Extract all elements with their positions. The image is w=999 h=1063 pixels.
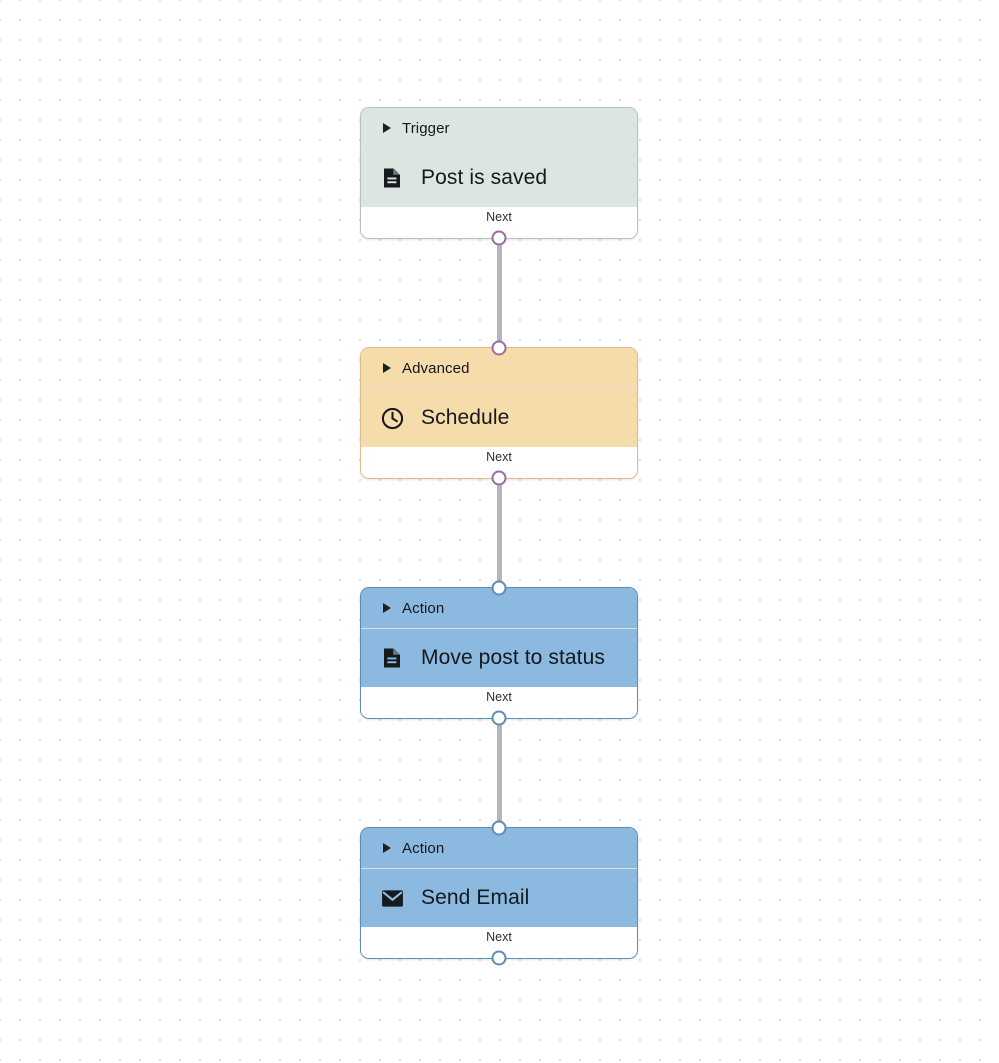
clock-icon	[379, 405, 405, 431]
node-header-trigger[interactable]: Trigger	[361, 108, 637, 148]
input-port-action-send-email[interactable]	[491, 820, 507, 836]
workflow-node-trigger[interactable]: Trigger Post is saved Next	[360, 107, 638, 246]
workflow-node-action-move-post[interactable]: Action Move post to status Next	[360, 580, 638, 726]
chevron-right-icon[interactable]	[383, 603, 391, 613]
workflow-node-action-send-email[interactable]: Action Send Email Next	[360, 820, 638, 966]
node-body-trigger[interactable]: Post is saved	[361, 149, 637, 207]
connector-advanced-to-action-move[interactable]	[497, 475, 502, 585]
node-type-label: Action	[402, 599, 445, 617]
next-label: Next	[486, 690, 512, 704]
mail-icon	[379, 885, 405, 911]
output-port-action-send-email[interactable]	[491, 950, 507, 966]
next-label: Next	[486, 930, 512, 944]
node-body-advanced[interactable]: Schedule	[361, 389, 637, 447]
workflow-node-advanced[interactable]: Advanced Schedule Next	[360, 340, 638, 486]
node-divider	[361, 868, 637, 869]
node-action-label: Schedule	[421, 406, 510, 429]
node-type-label: Advanced	[402, 359, 470, 377]
connector-trigger-to-advanced[interactable]	[497, 235, 502, 345]
node-type-label: Trigger	[402, 119, 450, 137]
node-action-label: Post is saved	[421, 166, 548, 189]
document-icon	[379, 165, 405, 191]
chevron-right-icon[interactable]	[383, 123, 391, 133]
node-type-label: Action	[402, 839, 445, 857]
node-divider	[361, 148, 637, 149]
connector-action-move-to-send-email[interactable]	[497, 715, 502, 825]
node-action-label: Move post to status	[421, 646, 605, 669]
output-port-advanced[interactable]	[491, 470, 507, 486]
document-icon	[379, 645, 405, 671]
node-divider	[361, 388, 637, 389]
input-port-action-move-post[interactable]	[491, 580, 507, 596]
output-port-action-move-post[interactable]	[491, 710, 507, 726]
next-label: Next	[486, 450, 512, 464]
node-divider	[361, 628, 637, 629]
node-action-label: Send Email	[421, 886, 530, 909]
node-body-action-move-post[interactable]: Move post to status	[361, 629, 637, 687]
next-label: Next	[486, 210, 512, 224]
chevron-right-icon[interactable]	[383, 363, 391, 373]
node-body-action-send-email[interactable]: Send Email	[361, 869, 637, 927]
output-port-trigger[interactable]	[491, 230, 507, 246]
chevron-right-icon[interactable]	[383, 843, 391, 853]
input-port-advanced[interactable]	[491, 340, 507, 356]
